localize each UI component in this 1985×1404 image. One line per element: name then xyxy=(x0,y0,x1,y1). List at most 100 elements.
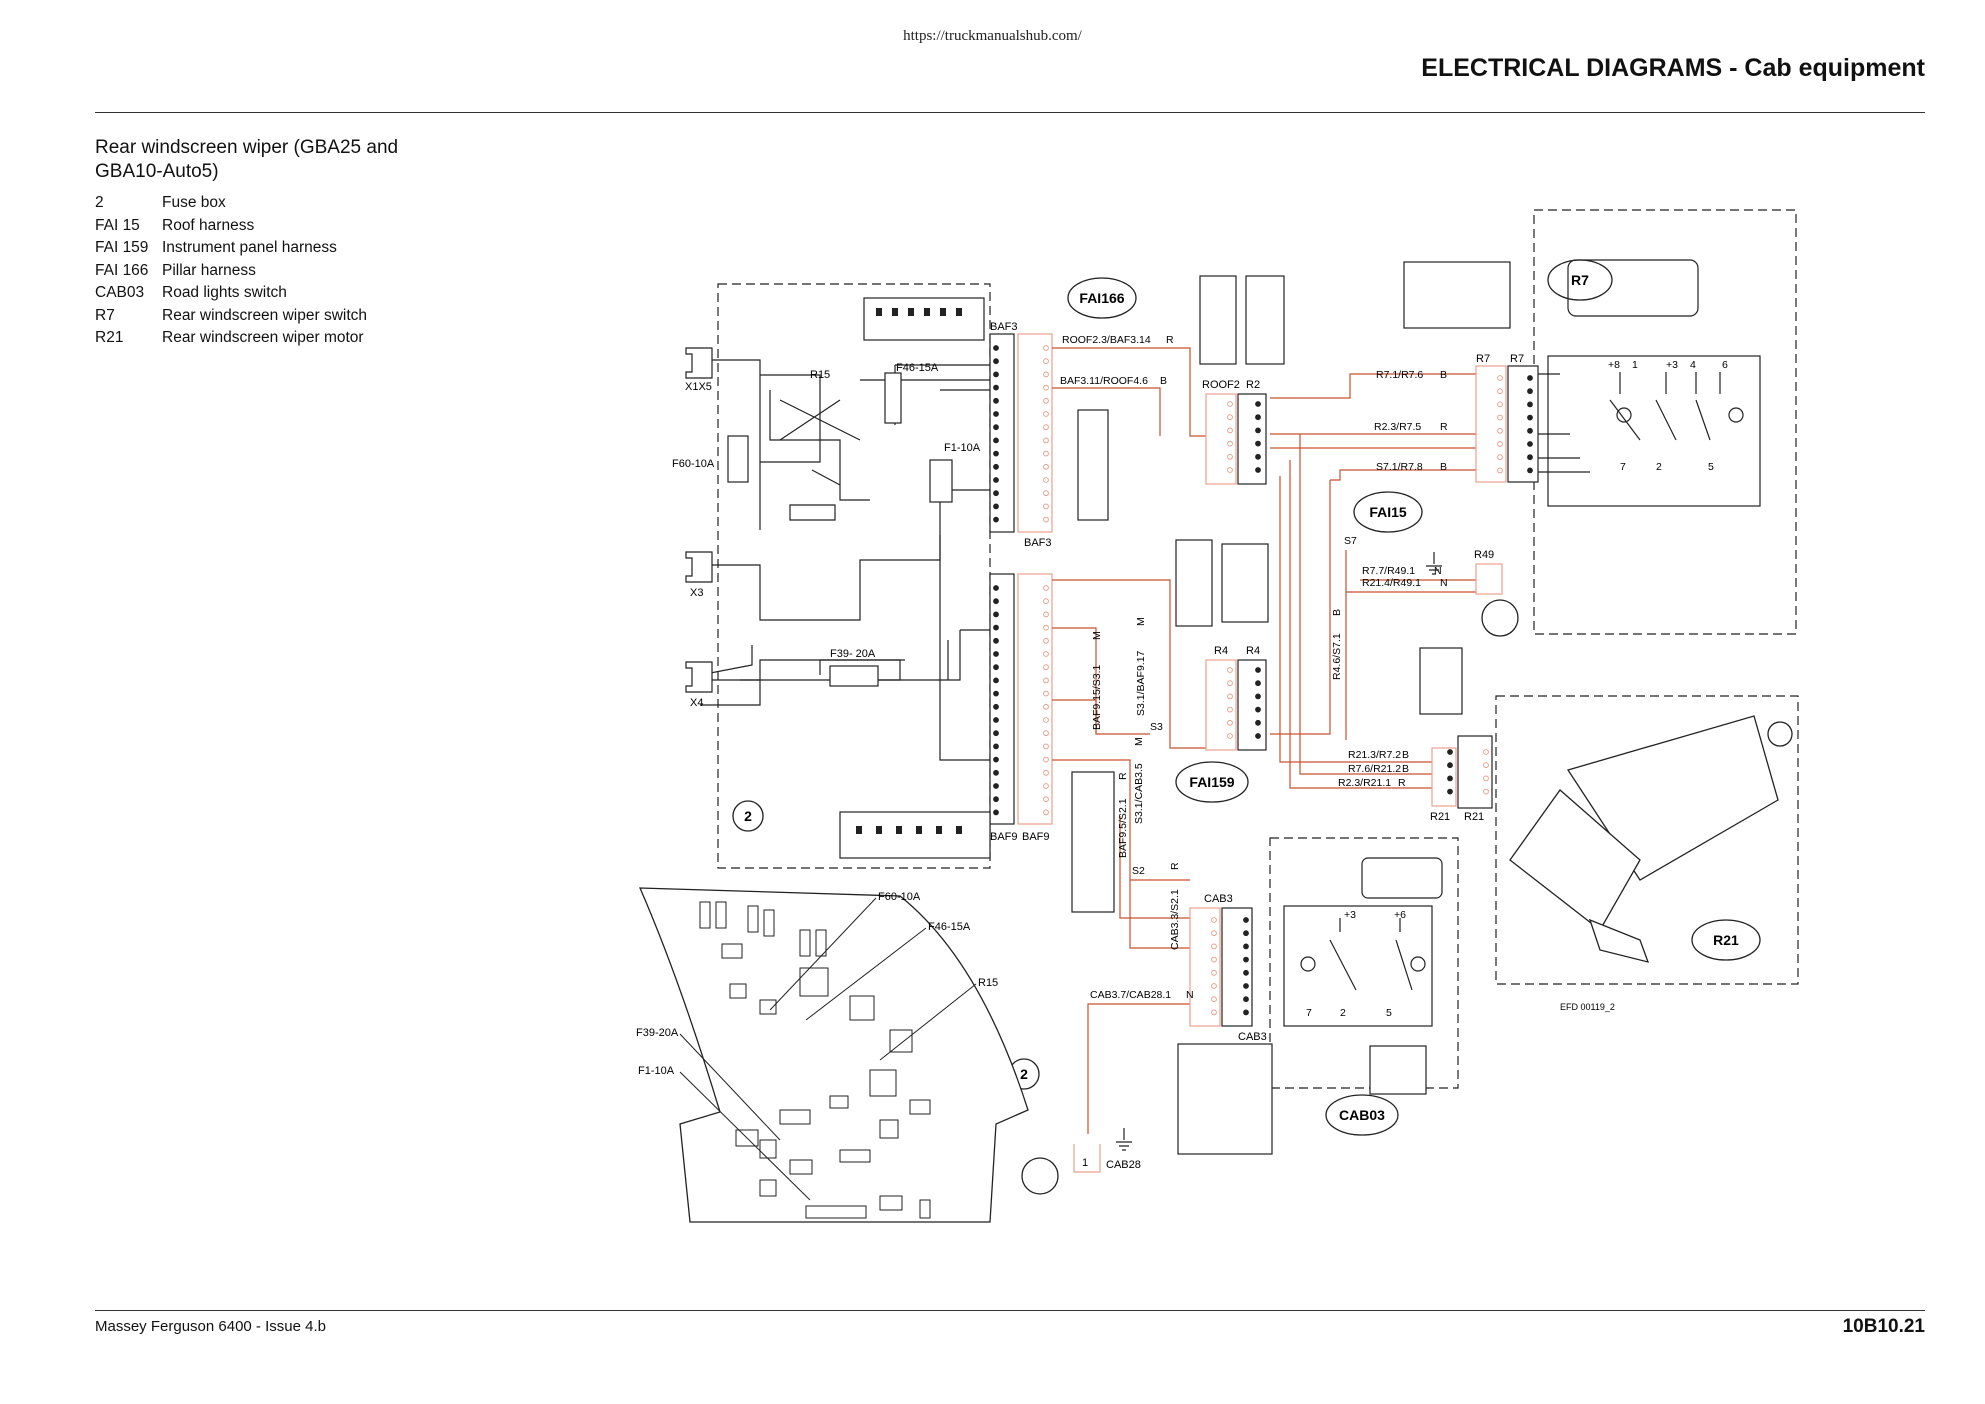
connector-pin xyxy=(1043,756,1049,763)
connector-r7-label-b: R7 xyxy=(1510,353,1524,365)
wire-color-r: R xyxy=(1440,421,1448,433)
connector-pin xyxy=(993,651,999,657)
connector-pin xyxy=(1211,969,1217,976)
connector-pin xyxy=(1043,796,1049,803)
connector-x3-label: X3 xyxy=(690,587,703,599)
footer-page-number: 10B10.21 xyxy=(1842,1316,1925,1337)
connector-pin xyxy=(1527,454,1533,461)
bubble-fai159 xyxy=(1175,761,1249,803)
r7-term: 2 xyxy=(1656,461,1662,473)
r21-outline xyxy=(1495,695,1799,985)
connector-pin xyxy=(1043,477,1049,483)
connector-pin xyxy=(1243,956,1249,963)
harness-wires xyxy=(1052,347,1476,1134)
connector-pin xyxy=(993,585,999,591)
bubble-fusebox-a xyxy=(732,800,764,832)
connector-pin xyxy=(993,690,999,697)
fuse-f60 xyxy=(727,435,749,483)
footer-manual-issue: Massey Ferguson 6400 - Issue 4.b xyxy=(95,1318,326,1335)
connector-pin xyxy=(1243,943,1249,950)
bubble-fai15-text: FAI15 xyxy=(1369,504,1407,520)
connector-pin xyxy=(1043,783,1049,789)
footer-rule xyxy=(95,1310,1925,1311)
r7-outline xyxy=(1533,209,1797,635)
r7-term: 4 xyxy=(1690,359,1696,371)
connector-pin xyxy=(993,637,999,644)
wire-color-r: R xyxy=(1117,772,1129,780)
pcb-component xyxy=(779,1109,811,1125)
cab03-term: +6 xyxy=(1394,909,1406,921)
connector-pin xyxy=(1211,943,1217,950)
connector-pin xyxy=(1043,585,1049,591)
connector-pin xyxy=(1527,441,1533,447)
connector-pin xyxy=(1043,463,1049,470)
legend-desc: Roof harness xyxy=(162,216,255,234)
pcb-component xyxy=(849,995,875,1021)
connector-pin xyxy=(1255,733,1261,739)
pcb-component xyxy=(789,1159,813,1175)
connector-pin xyxy=(993,796,999,803)
page-header-title: ELECTRICAL DIAGRAMS - Cab equipment xyxy=(1421,54,1925,82)
pcb-leader-lines xyxy=(679,897,977,1201)
connector-pin xyxy=(1243,983,1249,989)
pcb-component xyxy=(839,1149,871,1163)
connector-pin xyxy=(1255,667,1261,673)
pcb-label: F39-20A xyxy=(636,1027,679,1039)
small-connector-pins xyxy=(1211,375,1533,1016)
cab03-outline xyxy=(1269,837,1459,1089)
connector-pin xyxy=(1227,440,1233,447)
connector-pin xyxy=(1447,762,1453,769)
connector-pin xyxy=(1497,441,1503,447)
fuse-f39 xyxy=(829,665,879,687)
connector-pin xyxy=(993,624,999,631)
pcb-component xyxy=(799,967,829,997)
source-url[interactable]: https://truckmanualshub.com/ xyxy=(903,28,1082,44)
connector-pin xyxy=(993,371,999,378)
connector-pin xyxy=(1227,706,1233,713)
cab03-term: 7 xyxy=(1306,1007,1312,1019)
relay-r15-label: R15 xyxy=(810,369,830,381)
pcb-component xyxy=(699,901,711,929)
connector-pin xyxy=(1043,490,1049,497)
connector-pin xyxy=(1243,917,1249,923)
cab03-switch-schematic xyxy=(1283,857,1443,1027)
connector-pin xyxy=(1255,706,1261,713)
connector-pin xyxy=(1043,809,1049,816)
connector-pin xyxy=(993,677,999,684)
pcb-component xyxy=(729,983,747,999)
connector-baf9-label-mate: BAF9 xyxy=(1022,831,1050,843)
connector-r21 xyxy=(1457,735,1493,809)
drawing-reference: EFD 00119_2 xyxy=(1560,1002,1615,1012)
connector-pin xyxy=(1043,450,1049,457)
pcb-component xyxy=(747,905,759,933)
pcb-component xyxy=(879,1195,903,1211)
connector-pin xyxy=(993,516,999,523)
pcb-component xyxy=(721,943,743,959)
connector-pin xyxy=(993,756,999,763)
wire-label: R21.3/R7.2 xyxy=(1348,749,1401,761)
fuse-f39-label: F39- 20A xyxy=(830,648,876,660)
connector-pin xyxy=(993,437,999,444)
connector-baf9-label: BAF9 xyxy=(990,831,1018,843)
wire-label: CAB3.7/CAB28.1 xyxy=(1090,989,1171,1001)
legend-code: R7 xyxy=(95,306,115,324)
r7-term: +8 xyxy=(1608,359,1620,371)
connector-pin xyxy=(1497,414,1503,421)
wire-label-vertical: CAB3.3/S2.1 xyxy=(1169,889,1181,950)
connector-pin xyxy=(1211,930,1217,937)
connector-pin xyxy=(993,477,999,483)
pcb-components xyxy=(699,901,931,1219)
r7-term: 7 xyxy=(1620,461,1626,473)
wire-label-vertical: BAF9.5/S2.1 xyxy=(1117,798,1129,858)
connector-pin xyxy=(1243,969,1249,976)
connector-cab3-label-b: CAB3 xyxy=(1238,1031,1267,1043)
connector-pin xyxy=(1447,788,1453,795)
baf9-pins xyxy=(993,585,1049,816)
connector-pin xyxy=(1043,503,1049,510)
